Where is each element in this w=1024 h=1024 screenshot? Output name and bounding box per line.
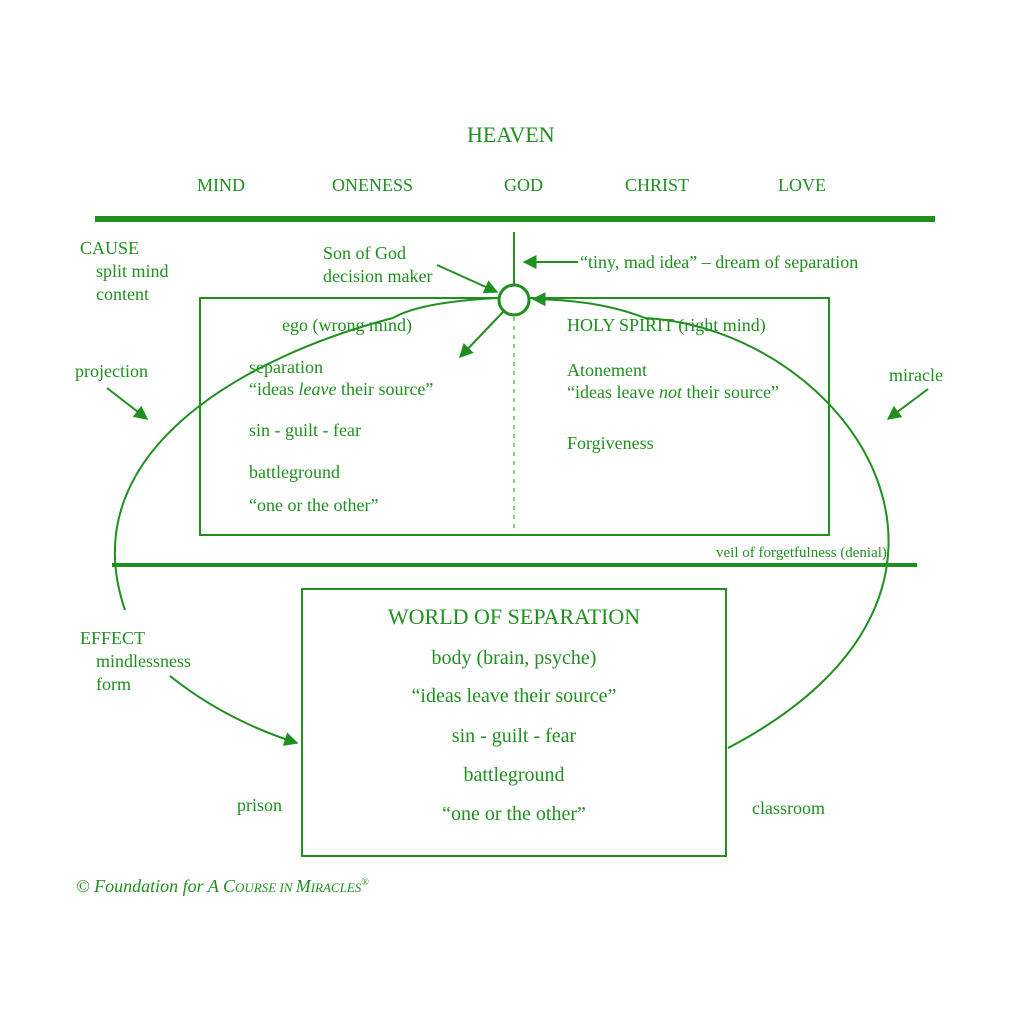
effect-mindlessness: mindlessness: [96, 651, 192, 671]
hs-ideas-leave-not: “ideas leave not their source”: [567, 383, 779, 401]
decision-maker-circle: [497, 283, 531, 317]
heaven-term-love: LOVE: [778, 175, 826, 195]
copyright-iracles: IRACLES: [310, 880, 362, 895]
projection-arrow: [106, 387, 149, 420]
copyright-m: M: [295, 876, 311, 896]
classroom-label: classroom: [752, 798, 825, 818]
miracle-arrow: [886, 388, 929, 420]
ego-battleground: battleground: [249, 462, 340, 482]
copyright-c: C: [223, 876, 236, 896]
decision-maker-label: decision maker: [323, 266, 433, 286]
world-body: body (brain, psyche): [431, 647, 597, 669]
heaven-term-mind: MIND: [197, 175, 245, 195]
ego-ideas-leave: “ideas leave their source”: [249, 380, 433, 398]
cause-title: CAUSE: [80, 238, 140, 258]
copyright: © Foundation for A COURSE IN MIRACLES®: [76, 877, 369, 895]
world-ideas-leave: “ideas leave their source”: [411, 685, 617, 707]
effect-title: EFFECT: [80, 628, 146, 648]
cause-split-mind: split mind: [96, 261, 169, 281]
heaven-term-christ: CHRIST: [625, 175, 690, 195]
ego-ideas-pre: “ideas: [249, 379, 299, 399]
copyright-ourse-in: OURSE IN: [235, 880, 296, 895]
hs-atonement: Atonement: [567, 360, 647, 380]
holy-spirit-title: HOLY SPIRIT (right mind): [567, 315, 766, 335]
effect-form: form: [96, 674, 131, 694]
world-one-or-other: “one or the other”: [442, 803, 586, 825]
cause-content: content: [96, 284, 149, 304]
world-sin-guilt-fear: sin - guilt - fear: [451, 725, 577, 747]
ego-one-or-other: “one or the other”: [249, 495, 379, 515]
holy-spirit-arrow: [531, 292, 646, 319]
son-of-god-arrow: [436, 264, 499, 294]
world-box: [301, 588, 727, 857]
projection-label: projection: [75, 361, 148, 381]
tiny-mad-idea-label: “tiny, mad idea” – dream of separation: [580, 252, 859, 272]
hs-forgiveness: Forgiveness: [567, 433, 654, 453]
ego-sin-guilt-fear: sin - guilt - fear: [249, 420, 361, 440]
son-of-god-label: Son of God: [323, 243, 407, 263]
world-title: WORLD OF SEPARATION: [387, 604, 641, 629]
heaven-term-god: GOD: [504, 175, 543, 195]
hs-ideas-emphasis: not: [658, 382, 682, 402]
hs-ideas-pre: “ideas leave: [567, 382, 659, 402]
ego-ideas-emphasis: leave: [298, 379, 337, 399]
copyright-prefix: © Foundation for A: [76, 876, 224, 896]
projection-arc: [113, 317, 394, 611]
ego-line: [392, 297, 499, 319]
miracle-label: miracle: [889, 365, 943, 385]
world-battleground: battleground: [463, 764, 565, 786]
effect-arrow: [169, 675, 299, 746]
prison-label: prison: [237, 795, 282, 815]
heaven-term-oneness: ONENESS: [332, 175, 414, 195]
hs-ideas-post: their source”: [681, 382, 779, 402]
heaven-title: HEAVEN: [467, 122, 555, 147]
ego-ideas-post: their source”: [336, 379, 434, 399]
ego-choice-arrow: [459, 311, 504, 359]
veil-label: veil of forgetfulness (denial): [716, 545, 887, 561]
ego-separation: separation: [249, 357, 323, 377]
miracle-arc: [644, 317, 890, 749]
ego-title: ego (wrong mind): [282, 315, 412, 335]
registered-mark: ®: [361, 877, 369, 888]
